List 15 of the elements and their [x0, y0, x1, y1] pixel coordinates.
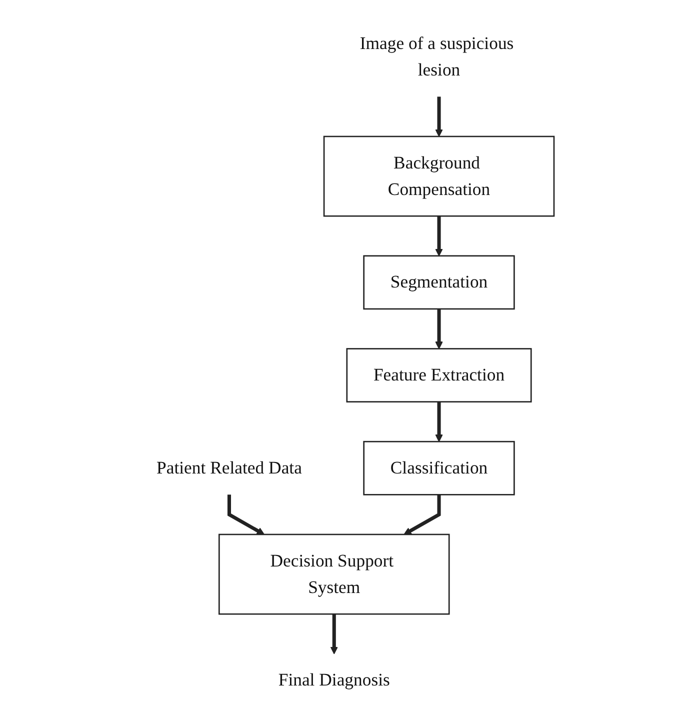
- arrow: [330, 614, 338, 654]
- arrow: [435, 308, 443, 350]
- node-box: Feature Extraction: [346, 348, 532, 402]
- arrow: [435, 216, 443, 256]
- arrow: [227, 494, 265, 535]
- arrow: [404, 494, 441, 535]
- arrow: [435, 402, 443, 442]
- node-text: Final Diagnosis: [278, 670, 390, 690]
- arrow: [435, 96, 443, 137]
- node-box: Segmentation: [363, 255, 515, 310]
- node-text: Image of a suspicious lesion: [360, 34, 514, 80]
- node-text: Patient Related Data: [156, 458, 302, 478]
- node-box: Classification: [363, 440, 515, 496]
- node-box: Decision Support System: [218, 534, 450, 615]
- node-box: Background Compensation: [323, 136, 555, 217]
